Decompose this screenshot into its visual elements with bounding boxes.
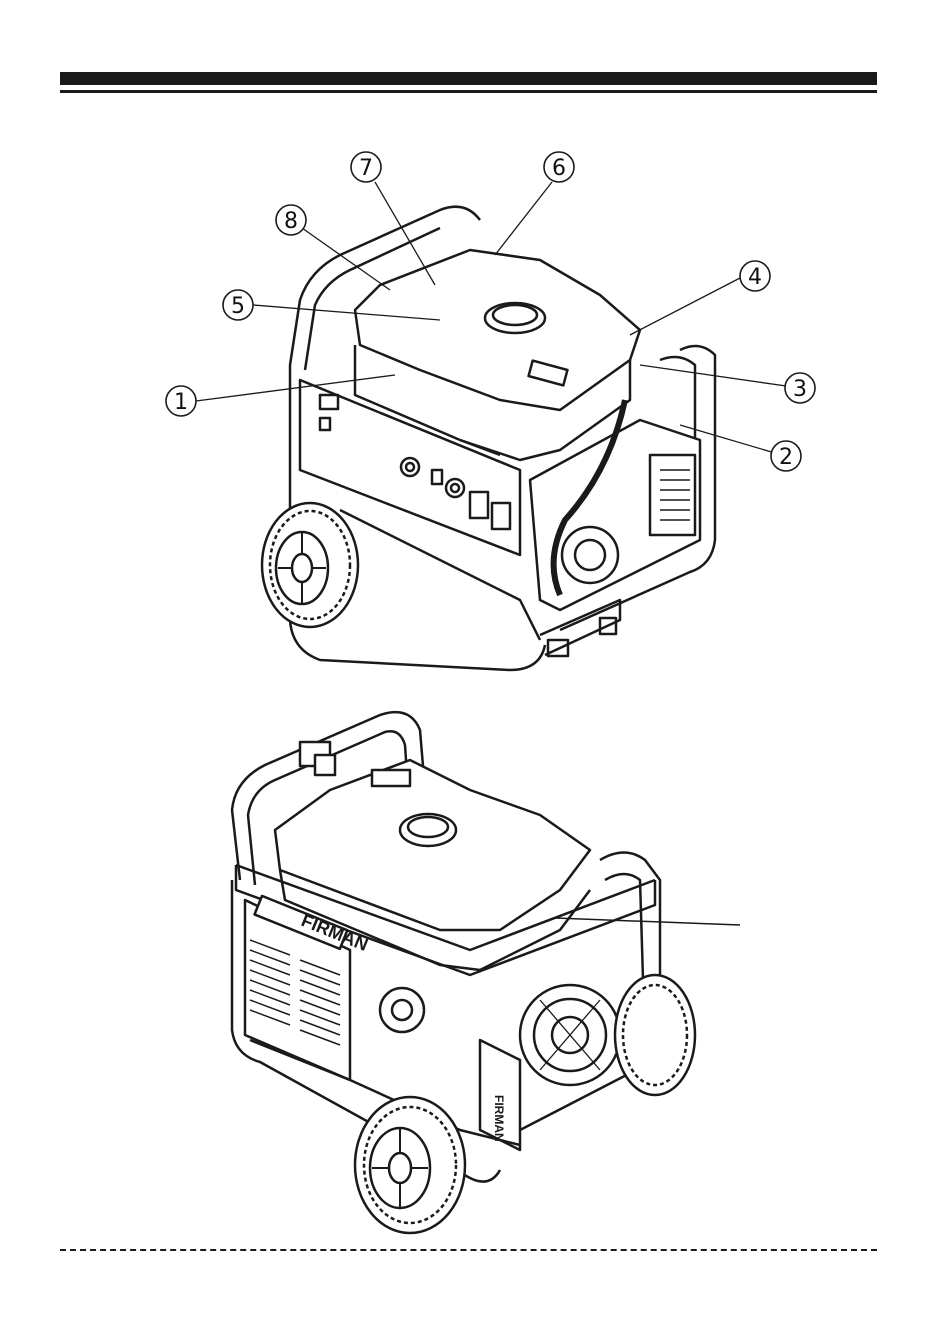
callout-3: 3 bbox=[785, 373, 815, 403]
callout-1-label: 1 bbox=[174, 390, 188, 415]
callout-7: 7 bbox=[351, 152, 381, 182]
callout-8-label: 8 bbox=[284, 209, 298, 234]
callout-5: 5 bbox=[223, 290, 253, 320]
callout-6: 6 bbox=[544, 152, 574, 182]
footer-dashed-rule bbox=[60, 1249, 877, 1251]
callout-2: 2 bbox=[771, 441, 801, 471]
brand-label-side: FIRMAN bbox=[492, 1095, 506, 1142]
callout-2-label: 2 bbox=[779, 445, 793, 470]
callout-7-label: 7 bbox=[359, 156, 373, 181]
callout-5-label: 5 bbox=[231, 294, 245, 319]
callout-1: 1 bbox=[166, 386, 196, 416]
callout-4-label: 4 bbox=[748, 265, 762, 290]
generator-front-view bbox=[196, 182, 800, 670]
callout-3-label: 3 bbox=[793, 377, 807, 402]
generator-rear-view bbox=[232, 712, 740, 1233]
callout-4: 4 bbox=[740, 261, 770, 291]
callout-8: 8 bbox=[276, 205, 306, 235]
callout-6-label: 6 bbox=[552, 156, 566, 181]
